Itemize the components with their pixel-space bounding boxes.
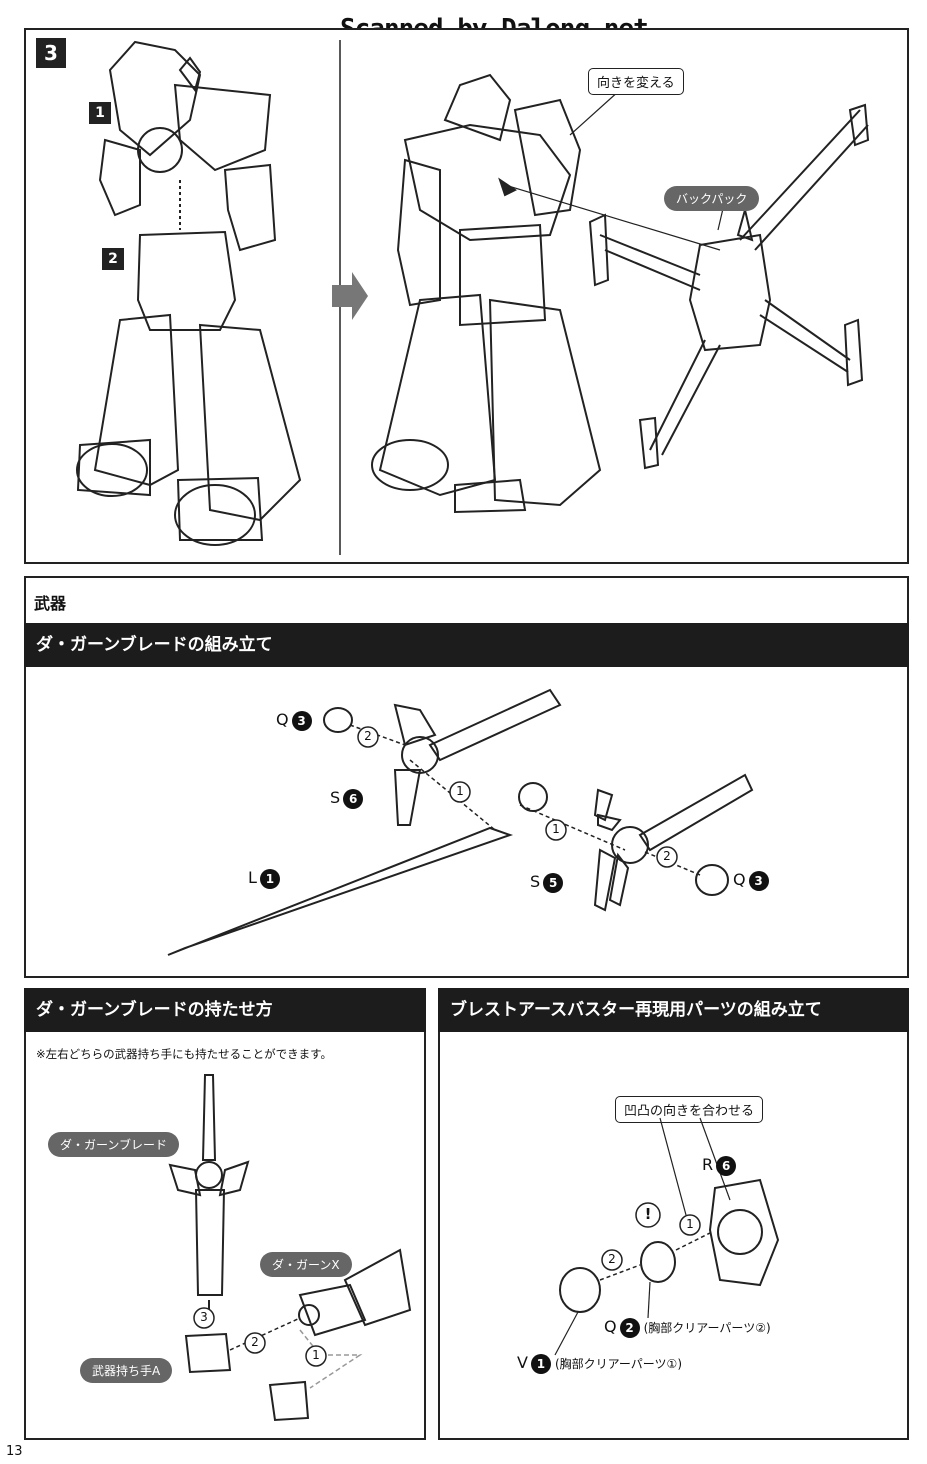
- hold-order-mark-3: 3: [200, 1310, 208, 1324]
- label-weapon-hand-a: 武器持ち手A: [80, 1358, 173, 1383]
- hold-order-mark-2: 2: [251, 1335, 259, 1349]
- label-backpack: バックパック: [664, 186, 760, 211]
- substep-2-badge: 2: [102, 248, 124, 270]
- blade-order-mark-3: 1: [552, 822, 560, 836]
- callout-change-direction: 向きを変える: [588, 68, 684, 95]
- label-dagarn-x: ダ・ガーンX: [260, 1252, 352, 1277]
- buster-order-mark-1: 1: [686, 1217, 694, 1231]
- buster-order-mark-2: 2: [608, 1252, 616, 1266]
- blade-order-mark-2: 1: [456, 784, 464, 798]
- blade-order-mark-1: 2: [364, 729, 372, 743]
- blade-assembly-title: ダ・ガーンブレードの組み立て: [24, 623, 909, 667]
- step3-panel: [24, 28, 909, 564]
- weapons-heading: 武器: [34, 594, 67, 613]
- alert-icon: !: [644, 1205, 652, 1223]
- blade-hold-note: ※左右どちらの武器持ち手にも持たせることができます。: [36, 1047, 332, 1061]
- hold-order-mark-1: 1: [312, 1348, 320, 1362]
- blade-hold-title: ダ・ガーンブレードの持たせ方: [24, 988, 426, 1032]
- page-number: 13: [6, 1444, 23, 1459]
- substep-1-badge: 1: [89, 102, 111, 124]
- label-dagarn-blade: ダ・ガーンブレード: [48, 1132, 180, 1157]
- callout-align: 凹凸の向きを合わせる: [615, 1096, 764, 1123]
- buster-parts-title: ブレストアースバスター再現用パーツの組み立て: [438, 988, 909, 1032]
- blade-order-mark-4: 2: [663, 849, 671, 863]
- step-number-badge: 3: [36, 38, 66, 68]
